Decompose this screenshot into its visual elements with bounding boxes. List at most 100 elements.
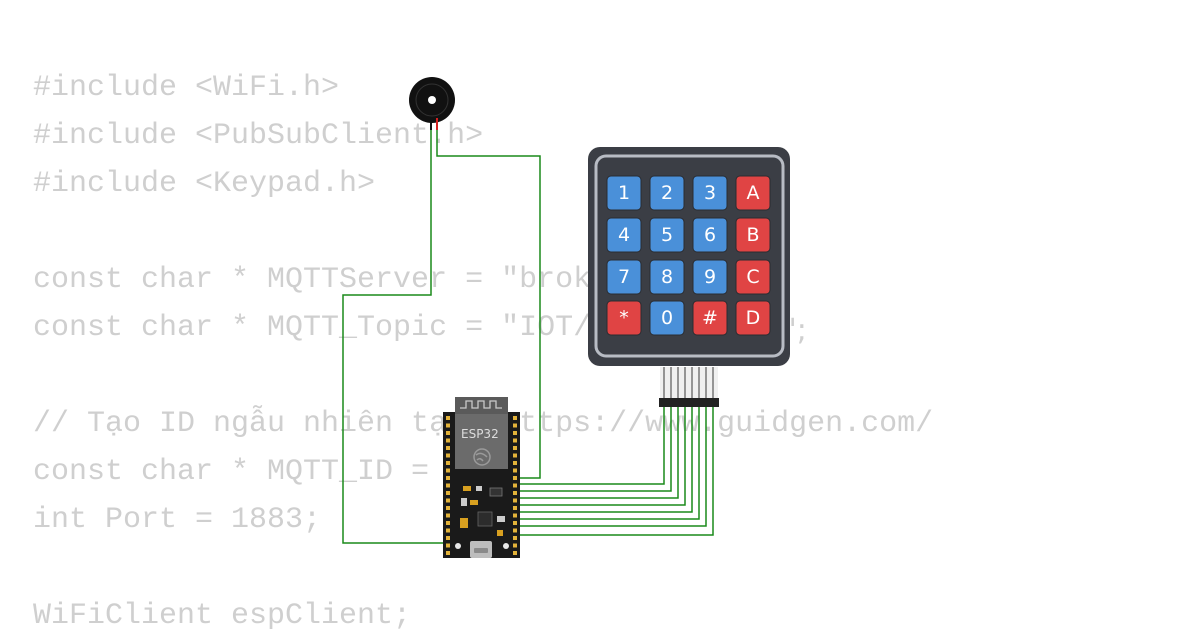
code-line: int Port = 1883; <box>33 503 322 537</box>
key-button[interactable]: B <box>735 217 771 253</box>
header-pin[interactable] <box>446 551 450 555</box>
key-label: * <box>619 307 629 329</box>
wire-keypad-8[interactable] <box>515 405 714 536</box>
header-pin[interactable] <box>446 543 450 548</box>
header-pin[interactable] <box>513 438 517 443</box>
key-button[interactable]: 5 <box>649 217 685 253</box>
header-pin[interactable] <box>446 468 450 473</box>
key-label: # <box>702 307 718 329</box>
key-button[interactable]: D <box>735 300 771 336</box>
key-label: 1 <box>618 182 630 204</box>
key-button[interactable]: A <box>735 175 771 211</box>
keypad-connector <box>660 367 718 399</box>
key-button[interactable]: 3 <box>692 175 728 211</box>
key-face <box>606 217 642 253</box>
header-pin[interactable] <box>446 498 450 503</box>
wire-keypad-4[interactable] <box>515 405 686 506</box>
key-face <box>692 175 728 211</box>
wire-keypad-7[interactable] <box>515 405 707 527</box>
header-pin[interactable] <box>446 513 450 518</box>
keypad-frame <box>594 154 785 358</box>
header-pin[interactable] <box>446 446 450 450</box>
header-pin[interactable] <box>513 431 517 435</box>
code-line: #include <PubSubClient.h> <box>33 119 484 153</box>
code-line: // Tạo ID ngẫu nhiên tại: https://www.gu… <box>33 407 934 441</box>
key-face <box>735 175 771 211</box>
key-label: 5 <box>661 224 673 246</box>
header-pin[interactable] <box>446 453 450 458</box>
key-face <box>649 259 685 295</box>
wire-keypad-5[interactable] <box>515 405 693 513</box>
key-button[interactable]: C <box>735 259 771 295</box>
header-pin[interactable] <box>513 491 517 495</box>
header-pin[interactable] <box>446 506 450 510</box>
header-pin[interactable] <box>513 528 517 533</box>
header-pin[interactable] <box>446 483 450 488</box>
header-pin[interactable] <box>513 506 517 510</box>
key-button[interactable]: 1 <box>606 175 642 211</box>
key-label: 0 <box>661 307 673 329</box>
key-face <box>606 175 642 211</box>
header-pin[interactable] <box>446 461 450 465</box>
key-face <box>692 300 728 336</box>
key-label: 3 <box>704 182 716 204</box>
wire-keypad-3[interactable] <box>515 405 679 499</box>
header-pin[interactable] <box>513 498 517 503</box>
header-pin[interactable] <box>513 513 517 518</box>
buzzer[interactable] <box>409 77 455 130</box>
key-button[interactable]: 8 <box>649 259 685 295</box>
key-button[interactable]: 9 <box>692 259 728 295</box>
header-pin[interactable] <box>513 536 517 540</box>
header-pin[interactable] <box>513 543 517 548</box>
antenna-trace-icon <box>460 400 502 409</box>
header-pin[interactable] <box>513 423 517 428</box>
wire-buzzer-negative[interactable] <box>342 122 445 544</box>
key-button[interactable]: # <box>692 300 728 336</box>
esp32-board[interactable]: ESP32 <box>443 397 520 558</box>
wire-keypad-6[interactable] <box>515 405 700 520</box>
header-pin[interactable] <box>446 521 450 525</box>
wire-buzzer-positive[interactable] <box>436 122 541 479</box>
header-pin[interactable] <box>446 438 450 443</box>
key-face <box>649 175 685 211</box>
header-pin[interactable] <box>513 483 517 488</box>
header-pin[interactable] <box>513 468 517 473</box>
header-pin[interactable] <box>446 528 450 533</box>
header-pin[interactable] <box>446 416 450 420</box>
key-label: 2 <box>661 182 673 204</box>
wire-keypad-2[interactable] <box>515 405 672 492</box>
header-pin[interactable] <box>513 416 517 420</box>
key-button[interactable]: 6 <box>692 217 728 253</box>
key-face <box>735 259 771 295</box>
header-pin[interactable] <box>513 446 517 450</box>
key-button[interactable]: 0 <box>649 300 685 336</box>
key-button[interactable]: 2 <box>649 175 685 211</box>
wire-keypad-1[interactable] <box>515 405 665 485</box>
header-pin[interactable] <box>513 461 517 465</box>
header-pin[interactable] <box>513 453 517 458</box>
code-line: #include <WiFi.h> <box>33 71 340 105</box>
key-button[interactable]: * <box>606 300 642 336</box>
header-pin[interactable] <box>446 536 450 540</box>
code-background: #include <WiFi.h> #include <PubSubClient.… <box>33 64 933 640</box>
header-pin[interactable] <box>446 476 450 480</box>
key-label: B <box>746 224 759 246</box>
key-label: 8 <box>661 266 673 288</box>
header-pin[interactable] <box>513 476 517 480</box>
header-pin[interactable] <box>513 521 517 525</box>
key-face <box>606 259 642 295</box>
header-pin[interactable] <box>446 491 450 495</box>
esp32-pins-right <box>513 416 517 555</box>
key-label: 9 <box>704 266 716 288</box>
esp32-pins-left <box>446 416 450 555</box>
key-label: 4 <box>618 224 630 246</box>
header-pin[interactable] <box>446 431 450 435</box>
key-button[interactable]: 4 <box>606 217 642 253</box>
header-pin[interactable] <box>446 423 450 428</box>
key-button[interactable]: 7 <box>606 259 642 295</box>
header-pin[interactable] <box>513 551 517 555</box>
key-face <box>649 300 685 336</box>
